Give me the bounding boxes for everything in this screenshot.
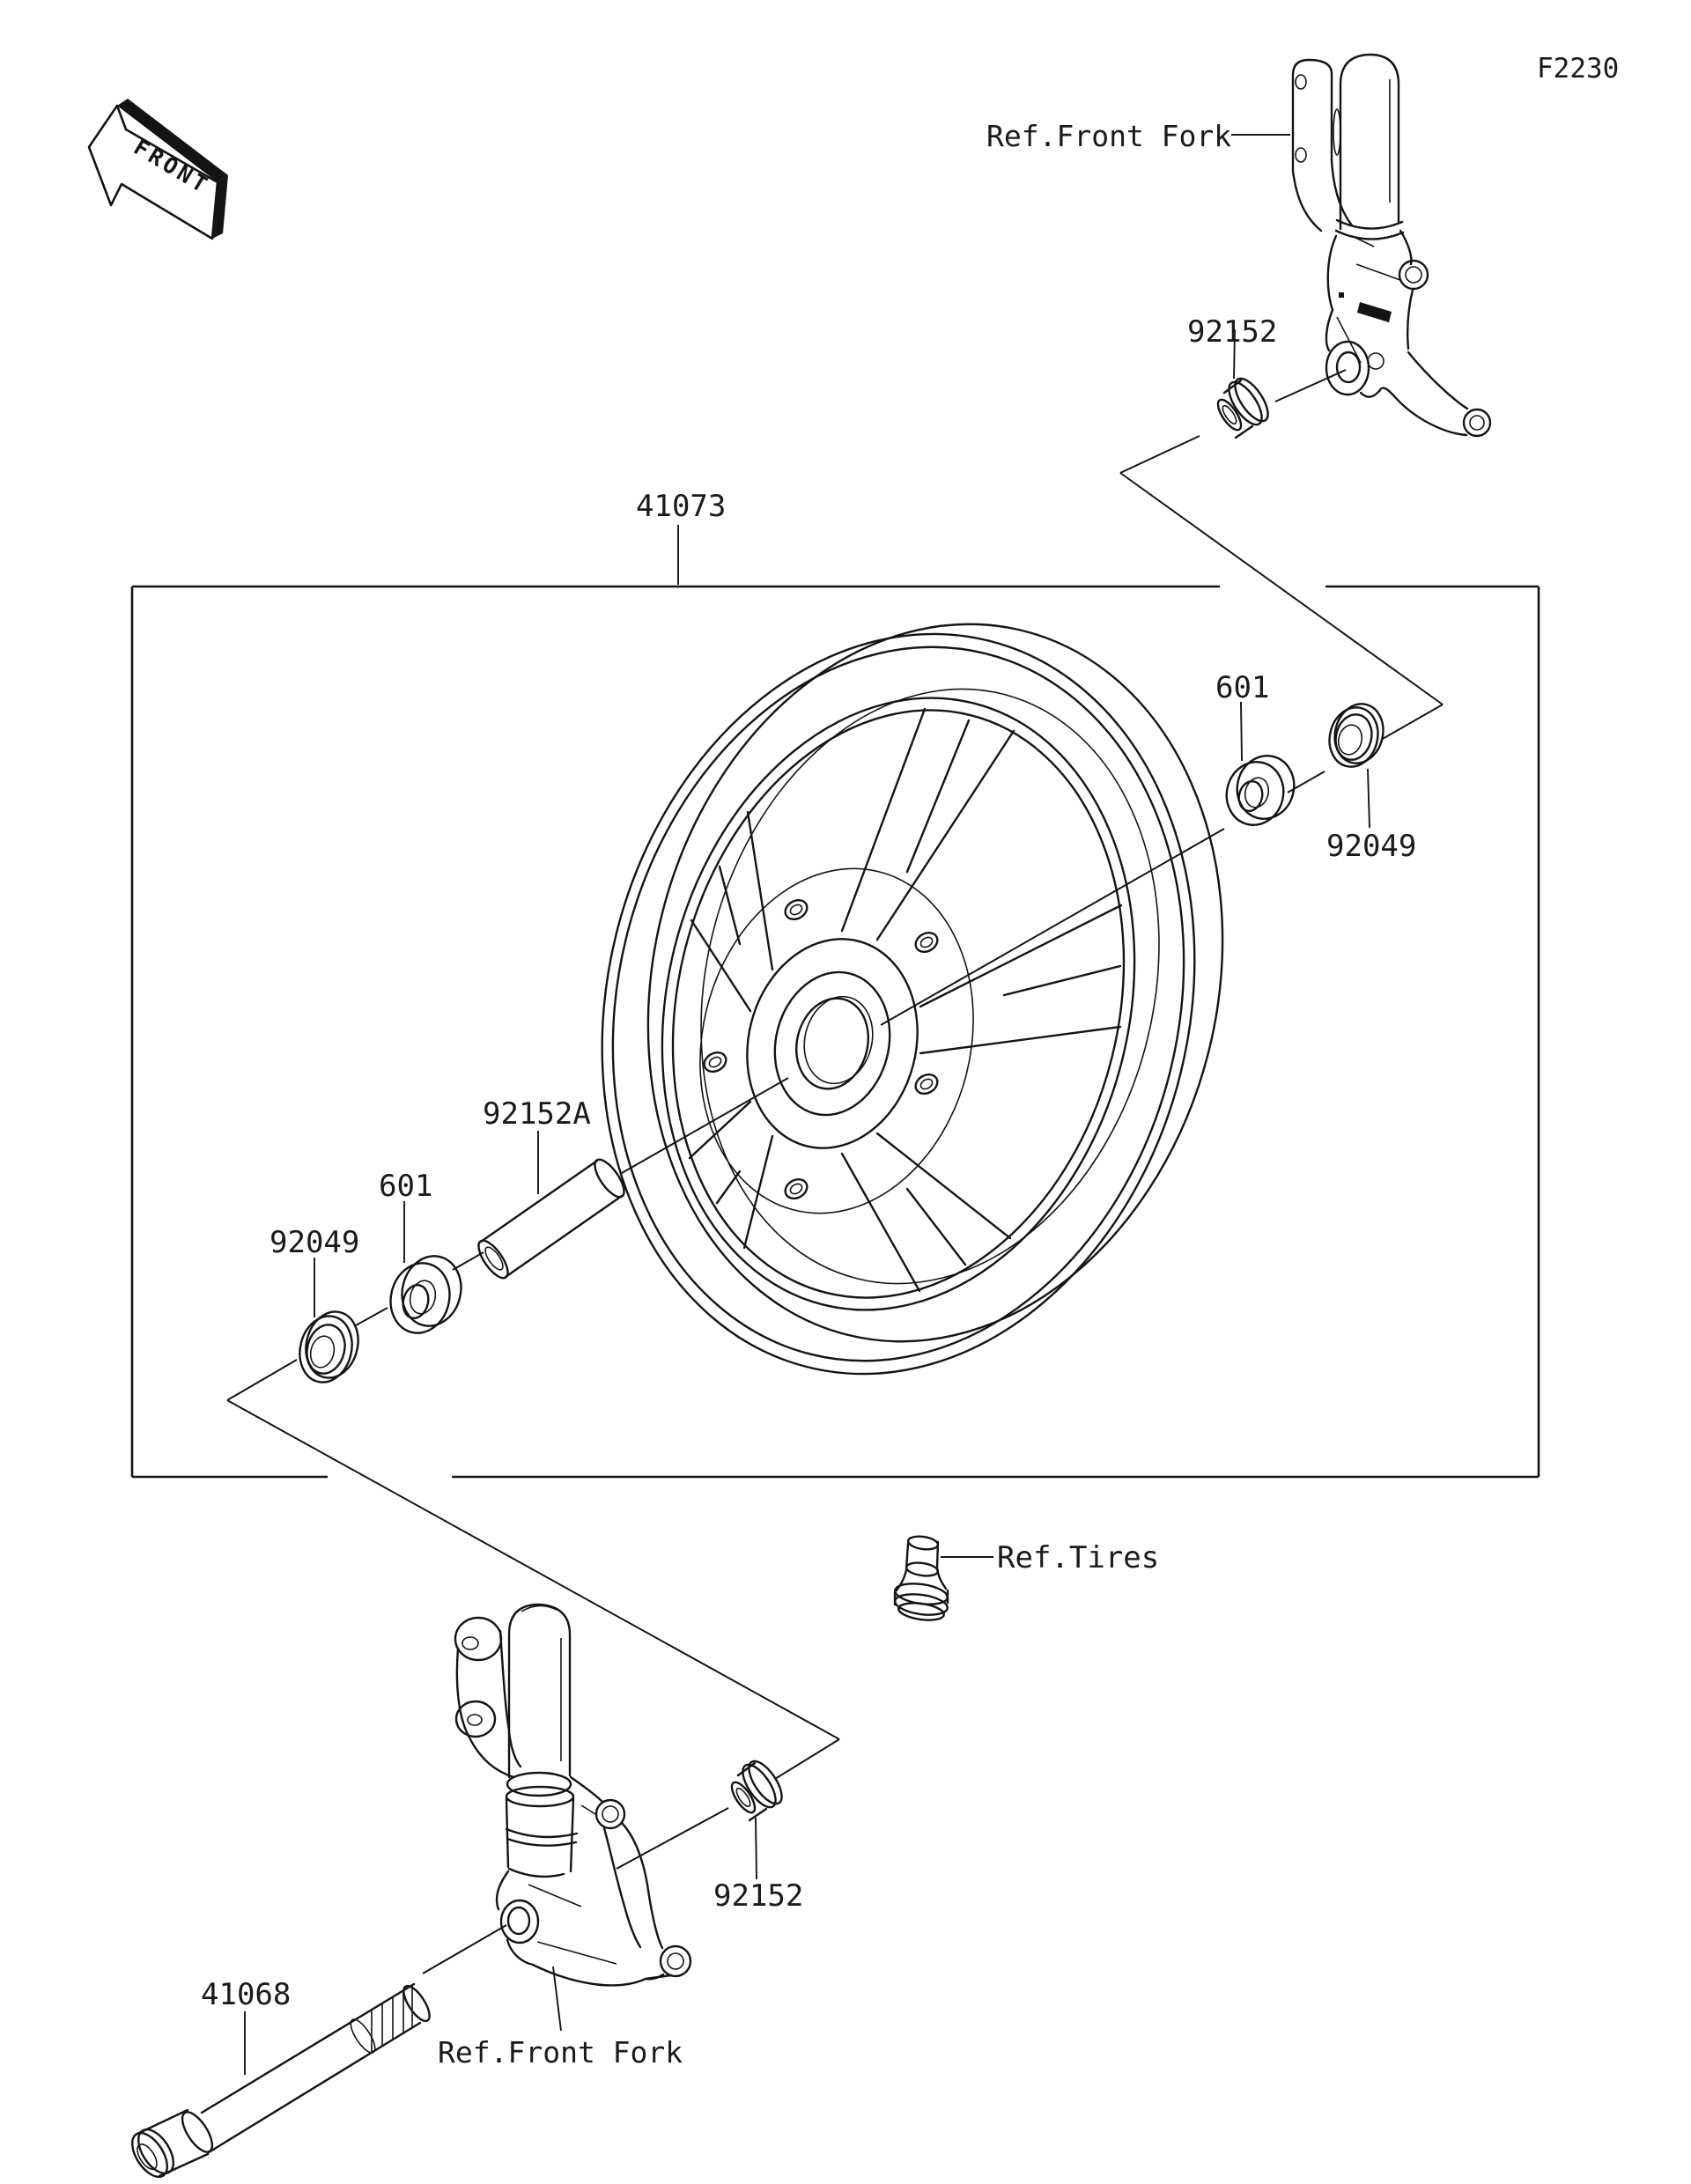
callout-labels: Ref.Front Fork 92152 41073 601 92049 921…	[201, 119, 1416, 2070]
label-92049-right: 92049	[1326, 829, 1416, 864]
front-fork-top	[1291, 53, 1492, 438]
bushing-top-part	[1216, 377, 1269, 439]
label-41073: 41073	[636, 489, 726, 524]
front-fork-bottom	[454, 1603, 692, 1987]
hub-bolt-holes	[703, 898, 939, 1200]
wheel-spokes	[688, 707, 1123, 1293]
label-ref-tires: Ref.Tires	[997, 1540, 1159, 1575]
valve-stem-part	[893, 1535, 949, 1621]
diagram-code: F2230	[1537, 53, 1619, 85]
label-92152-top: 92152	[1187, 314, 1277, 350]
assembly-axis-lines	[226, 369, 1444, 1974]
collar-part	[477, 1158, 625, 1280]
seal-left-part	[299, 1310, 359, 1383]
label-41068: 41068	[201, 1977, 291, 2012]
front-wheel	[601, 623, 1224, 1376]
label-ref-front-fork-top: Ref.Front Fork	[986, 119, 1231, 153]
front-direction-arrow: FRONT	[87, 99, 228, 240]
axle-part	[131, 1982, 431, 2179]
label-92152a: 92152A	[483, 1096, 591, 1132]
bearing-left-part	[389, 1255, 462, 1334]
bushing-bottom-part	[730, 1760, 783, 1822]
leader-lines	[244, 134, 1370, 2075]
bearing-right-part	[1225, 755, 1296, 826]
wheel-part-box	[130, 585, 1540, 1479]
seal-right-part	[1328, 703, 1385, 768]
label-92049-left: 92049	[270, 1225, 359, 1260]
label-601-left: 601	[379, 1169, 432, 1204]
label-92152-bottom: 92152	[713, 1878, 803, 1914]
label-601-right: 601	[1215, 670, 1269, 705]
label-ref-front-fork-bottom: Ref.Front Fork	[438, 2035, 683, 2070]
